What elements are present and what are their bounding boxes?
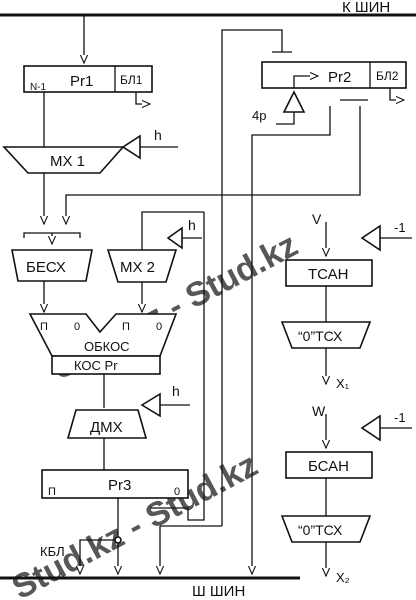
block-besx: БЕСХ — [11, 249, 93, 282]
pr2-shift-arrow — [293, 76, 318, 88]
obkos-zero-1: 0 — [74, 321, 80, 333]
mx1-h-signal: h — [154, 127, 162, 143]
mx2-control-triangle — [166, 226, 183, 250]
pr3-zero-label: 0 — [174, 486, 180, 498]
multiplexer-mx1: МХ 1 — [2, 146, 125, 174]
bsan-label: БСАН — [308, 458, 349, 475]
dmx-control-triangle — [140, 392, 161, 418]
x1-label: X₁ — [336, 376, 350, 391]
wire-feedback-besx — [66, 106, 361, 224]
wire-pr3-loop — [150, 212, 205, 521]
register-pr1: Pr1 N-1 БЛ1 — [23, 65, 153, 93]
obkos-label: ОБКОС — [84, 339, 130, 354]
pr3-p-label: П — [48, 486, 56, 498]
demultiplexer-dmx: ДМХ — [66, 409, 148, 439]
pr2-output-arrow — [389, 88, 404, 100]
pr1-bl-label: БЛ1 — [120, 73, 143, 87]
tcx1-label: “0”ТСХ — [298, 328, 343, 344]
pr1-subscript: N-1 — [30, 82, 47, 93]
wire-top-to-pr2 — [221, 29, 283, 526]
pr3-label: Pr3 — [108, 477, 131, 494]
pr2-bl-label: БЛ2 — [376, 69, 399, 83]
besx-label: БЕСХ — [26, 259, 66, 276]
wire-pr2-down — [252, 106, 331, 574]
obkos-p-left: П — [40, 321, 48, 333]
block-obkos: П 0 П 0 ОБКОС КОС Pr — [28, 313, 178, 375]
junction-node — [114, 536, 122, 544]
pr1-output-arrow — [135, 92, 150, 104]
tsan-neg1-label: -1 — [394, 220, 406, 235]
wire-pr3-kbl — [80, 539, 118, 574]
multiplexer-mx2: МХ 2 — [106, 249, 178, 283]
dmx-h-signal: h — [172, 383, 180, 399]
obkos-zero-2: 0 — [156, 321, 162, 333]
register-pr2: Pr2 БЛ2 — [261, 61, 407, 89]
kbl-label: КБЛ — [40, 544, 65, 559]
pr2-shift-label: 4p — [252, 108, 266, 123]
block-tcx-2: “0”ТСХ — [280, 515, 372, 543]
v-signal-label: V — [312, 211, 322, 227]
block-tsan: ТСАН — [285, 259, 373, 287]
x2-label: X₂ — [336, 570, 350, 585]
pr2-label: Pr2 — [328, 69, 351, 86]
wire-mx2-input — [141, 211, 204, 250]
tcx2-label: “0”ТСХ — [298, 522, 343, 538]
obkos-p-right: П — [122, 321, 130, 333]
block-bsan: БСАН — [285, 451, 373, 479]
tsan-control-triangle — [360, 224, 381, 252]
bsan-control-triangle — [360, 414, 381, 442]
top-bus-label: К ШИН — [342, 0, 390, 16]
pr1-label: Pr1 — [70, 73, 93, 90]
mx2-label: МХ 2 — [120, 259, 155, 276]
w-signal-label: W — [312, 403, 326, 419]
register-pr3: Pr3 П 0 — [41, 469, 189, 499]
bsan-neg1-label: -1 — [394, 410, 406, 425]
block-tcx-1: “0”ТСХ — [280, 321, 372, 349]
obkos-sub-label: КОС Pr — [74, 358, 118, 373]
mx1-label: МХ 1 — [50, 153, 85, 170]
pr2-control-triangle — [282, 90, 306, 113]
mx1-control-triangle — [121, 134, 141, 160]
bottom-bus-label: Ш ШИН — [192, 583, 245, 600]
dmx-label: ДМХ — [90, 419, 123, 436]
tsan-label: ТСАН — [308, 266, 349, 283]
mx2-h-signal: h — [188, 217, 196, 233]
